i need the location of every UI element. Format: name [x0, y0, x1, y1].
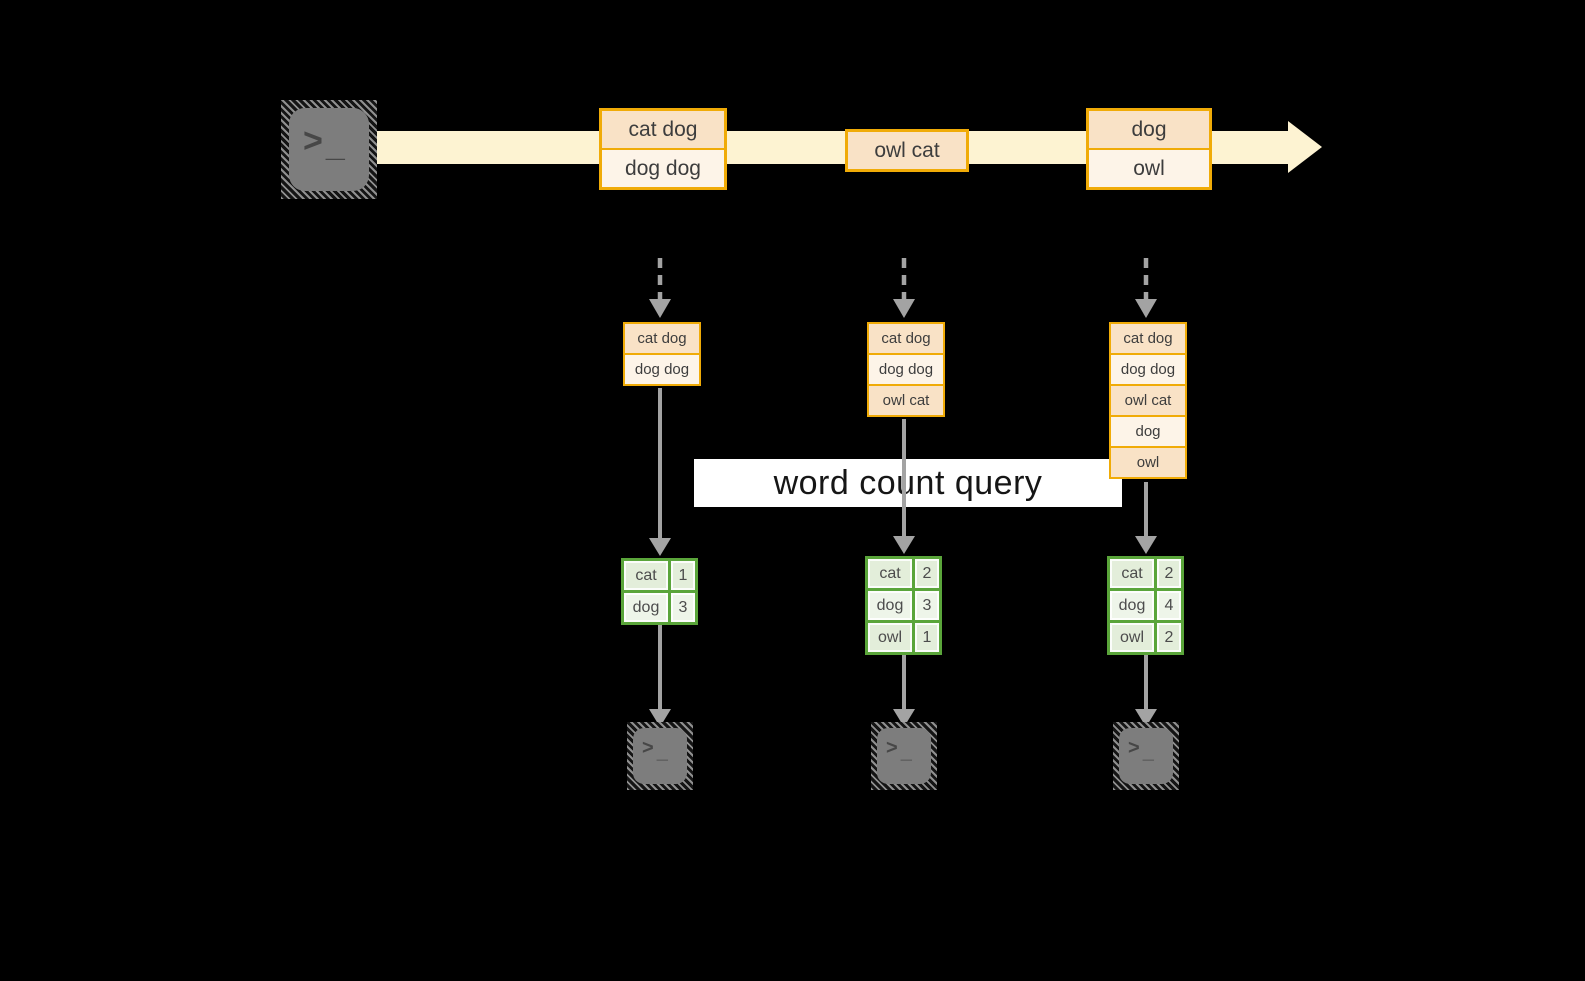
solid-arrow-state-to-table-col1: [649, 388, 671, 556]
state-box-col1: cat dog dog dog: [623, 322, 701, 386]
stream-event-row: owl: [1089, 148, 1209, 187]
count-word-cell: dog: [1110, 591, 1154, 620]
terminal-screen: > _: [877, 728, 931, 784]
stream-event-row: dog dog: [602, 148, 724, 187]
query-banner: word count query: [694, 459, 1122, 507]
solid-arrow-table-to-terminal-col2: [893, 653, 915, 727]
terminal-output-icon-col1: > _: [627, 722, 693, 790]
state-row: dog dog: [625, 353, 699, 384]
stream-event-row: owl cat: [848, 132, 966, 169]
count-table-col2: cat 2 dog 3 owl 1: [865, 556, 942, 655]
count-word-cell: cat: [868, 559, 912, 588]
state-box-col3: cat dog dog dog owl cat dog owl: [1109, 322, 1187, 479]
terminal-prompt-icon: > _: [1128, 738, 1154, 784]
count-value-cell: 1: [671, 561, 695, 590]
count-table-col3: cat 2 dog 4 owl 2: [1107, 556, 1184, 655]
count-value-cell: 1: [915, 623, 939, 652]
state-row: dog dog: [869, 353, 943, 384]
terminal-screen: > _: [633, 728, 687, 784]
state-row: owl cat: [1111, 384, 1185, 415]
dashed-arrow-col2: [893, 258, 915, 318]
count-word-cell: owl: [1110, 623, 1154, 652]
terminal-screen: > _: [289, 108, 369, 191]
prompt-chevron: >: [1128, 737, 1140, 759]
prompt-underscore: _: [656, 741, 668, 763]
stream-event-box-2: owl cat: [845, 129, 969, 172]
prompt-chevron: >: [886, 737, 898, 759]
count-word-cell: dog: [624, 593, 668, 622]
terminal-output-icon-col3: > _: [1113, 722, 1179, 790]
stream-event-box-1: cat dog dog dog: [599, 108, 727, 190]
count-value-cell: 2: [915, 559, 939, 588]
count-word-cell: dog: [868, 591, 912, 620]
state-row: owl cat: [869, 384, 943, 415]
count-word-cell: cat: [624, 561, 668, 590]
state-row: cat dog: [869, 324, 943, 353]
terminal-screen: > _: [1119, 728, 1173, 784]
count-word-cell: owl: [868, 623, 912, 652]
state-row: dog: [1111, 415, 1185, 446]
stream-event-box-3: dog owl: [1086, 108, 1212, 190]
dashed-arrow-col1: [649, 258, 671, 318]
prompt-underscore: _: [325, 126, 345, 164]
prompt-underscore: _: [1142, 741, 1154, 763]
count-value-cell: 3: [915, 591, 939, 620]
terminal-prompt-icon: > _: [886, 738, 912, 784]
prompt-chevron: >: [303, 122, 323, 160]
count-table-col1: cat 1 dog 3: [621, 558, 698, 625]
stream-arrow-head: [1288, 121, 1322, 173]
dashed-arrow-col3: [1135, 258, 1157, 318]
solid-arrow-table-to-terminal-col1: [649, 625, 671, 727]
query-banner-label: word count query: [773, 463, 1043, 502]
solid-arrow-table-to-terminal-col3: [1135, 653, 1157, 727]
prompt-chevron: >: [642, 737, 654, 759]
state-row: cat dog: [1111, 324, 1185, 353]
count-value-cell: 2: [1157, 559, 1181, 588]
terminal-source-icon: > _: [281, 100, 377, 199]
prompt-underscore: _: [900, 741, 912, 763]
stream-event-row: cat dog: [602, 111, 724, 148]
stream-event-row: dog: [1089, 111, 1209, 148]
state-row: dog dog: [1111, 353, 1185, 384]
terminal-prompt-icon: > _: [642, 738, 668, 784]
state-row: owl: [1111, 446, 1185, 477]
terminal-output-icon-col2: > _: [871, 722, 937, 790]
solid-arrow-state-to-table-col3: [1135, 482, 1157, 554]
state-box-col2: cat dog dog dog owl cat: [867, 322, 945, 417]
state-row: cat dog: [625, 324, 699, 353]
count-value-cell: 4: [1157, 591, 1181, 620]
count-value-cell: 2: [1157, 623, 1181, 652]
terminal-prompt-icon: > _: [303, 124, 345, 191]
count-value-cell: 3: [671, 593, 695, 622]
count-word-cell: cat: [1110, 559, 1154, 588]
